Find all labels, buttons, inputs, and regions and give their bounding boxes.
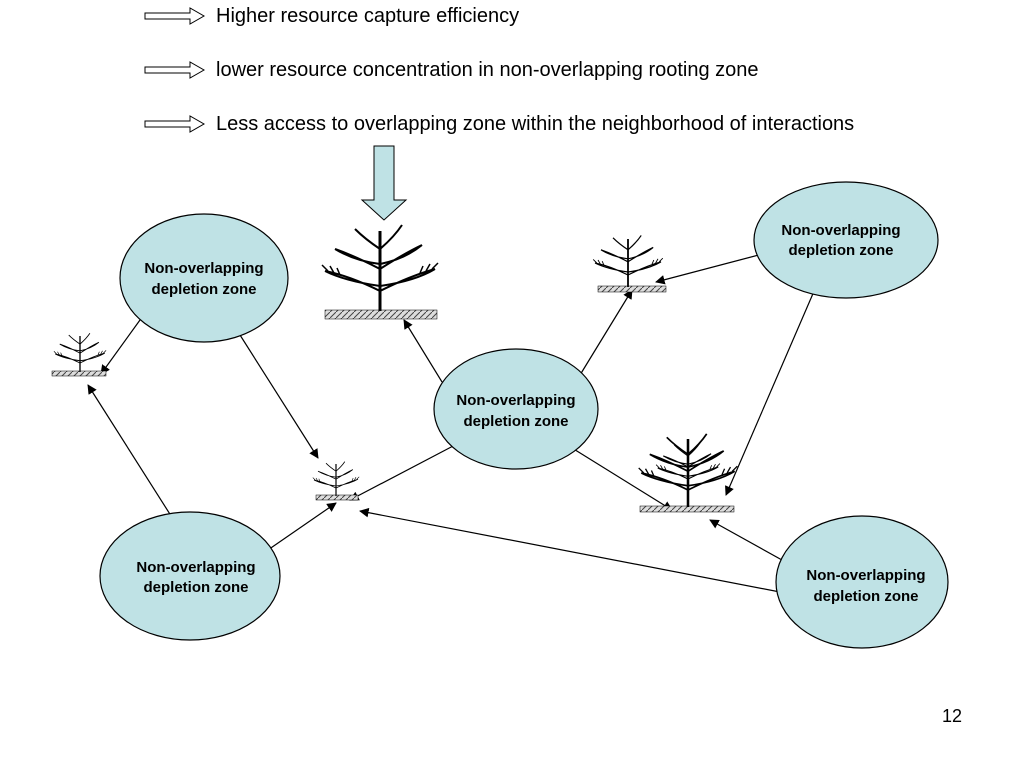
hollow-right-arrow-icon bbox=[144, 115, 206, 133]
hollow-right-arrow-icon bbox=[144, 7, 206, 25]
plant-small-left bbox=[51, 332, 107, 377]
depletion-zone: Non-overlapping depletion zone bbox=[99, 511, 281, 641]
zone-label-line1: Non-overlapping bbox=[781, 222, 900, 239]
connector-arrow bbox=[655, 251, 771, 285]
connector-arrow bbox=[100, 319, 141, 375]
zone-label-line2: depletion zone bbox=[464, 413, 569, 430]
plant-small-right bbox=[592, 234, 667, 293]
plant-bushy-right bbox=[637, 432, 739, 513]
zone-label-line1: Non-overlapping bbox=[806, 567, 925, 584]
connector-arrow bbox=[239, 334, 319, 459]
depletion-zone: Non-overlapping depletion zone bbox=[775, 515, 949, 649]
depletion-zone: Non-overlapping depletion zone bbox=[753, 181, 939, 299]
connector-arrow bbox=[359, 507, 781, 593]
zone-label-line2: depletion zone bbox=[789, 242, 894, 259]
connector-arrow bbox=[349, 444, 456, 501]
hollow-right-arrow-icon bbox=[144, 61, 206, 79]
connector-arrow bbox=[403, 319, 443, 383]
bullet-item: Less access to overlapping zone within t… bbox=[144, 112, 854, 136]
connector-arrow bbox=[579, 289, 633, 376]
bullet-item: lower resource concentration in non-over… bbox=[144, 58, 759, 82]
bullet-text: lower resource concentration in non-over… bbox=[216, 58, 759, 81]
depletion-zone: Non-overlapping depletion zone bbox=[433, 348, 599, 470]
bullet-item: Higher resource capture efficiency bbox=[144, 4, 519, 28]
zone-label-line2: depletion zone bbox=[814, 588, 919, 605]
connector-arrow bbox=[264, 502, 337, 553]
plant-small-middle bbox=[312, 461, 360, 501]
depletion-zone: Non-overlapping depletion zone bbox=[119, 213, 289, 343]
connector-arrow bbox=[563, 442, 673, 511]
down-arrow-icon bbox=[360, 145, 408, 221]
zone-label-line1: Non-overlapping bbox=[144, 260, 263, 277]
plant-large-center bbox=[320, 223, 440, 320]
zone-label-line1: Non-overlapping bbox=[456, 392, 575, 409]
bullet-text: Less access to overlapping zone within t… bbox=[216, 112, 855, 135]
connector-arrow bbox=[725, 281, 819, 496]
zone-label-line1: Non-overlapping bbox=[136, 559, 255, 576]
page-number: 12 bbox=[941, 706, 962, 726]
connector-arrows bbox=[87, 251, 819, 593]
connector-arrow bbox=[87, 384, 181, 531]
bullet-text: Higher resource capture efficiency bbox=[216, 4, 520, 27]
zone-label-line2: depletion zone bbox=[152, 281, 257, 298]
zone-label-line2: depletion zone bbox=[144, 579, 249, 596]
